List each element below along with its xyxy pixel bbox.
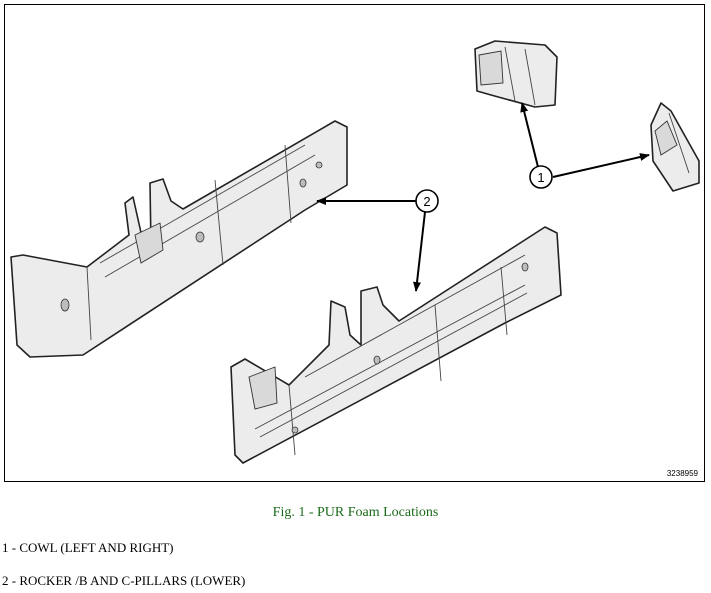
cowl-upper [474,40,558,108]
callout-label-2: 2 [423,194,430,209]
right-rocker-assembly [230,226,562,464]
leader-arrow-1a [520,102,539,168]
leader-arrow-1b [552,153,650,178]
figure-frame: 1 2 3238959 [4,4,705,482]
parts-illustration: 1 2 [10,40,700,464]
leader-arrow-2b [413,211,426,292]
callout-circle-2 [415,189,439,213]
figure-id: 3238959 [666,469,698,478]
callout-1: 1 [520,102,650,189]
callout-2: 2 [316,189,439,292]
figure-caption: Fig. 1 - PUR Foam Locations [272,505,439,520]
legend-item-rocker: 2 - ROCKER /B AND C-PILLARS (LOWER) [2,573,246,588]
left-rocker-assembly [10,120,348,358]
cowl-right [650,102,700,192]
callout-label-1: 1 [537,170,544,185]
callout-circle-1 [529,165,553,189]
legend-item-cowl: 1 - COWL (LEFT AND RIGHT) [2,540,174,555]
